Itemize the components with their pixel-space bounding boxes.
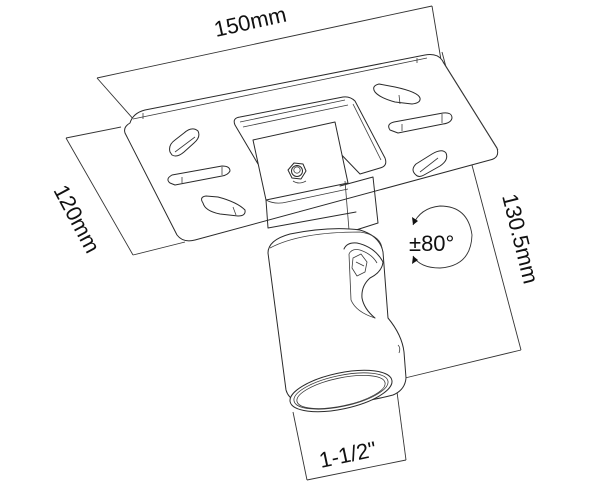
rotation-arrows-icon <box>412 205 473 269</box>
mount-slot <box>169 128 200 157</box>
mount-slot <box>412 150 448 177</box>
width-label: 150mm <box>212 2 289 42</box>
mount-slot <box>373 83 421 105</box>
pivot-housing <box>233 96 387 231</box>
pipe-sleeve <box>267 228 407 413</box>
hex-nut <box>287 162 307 184</box>
mount-slot <box>201 195 246 217</box>
mount-slot <box>167 165 231 186</box>
height-label: 130.5mm <box>497 191 543 286</box>
rotation-indicator: ±80° <box>409 205 473 269</box>
mount-slot <box>388 112 453 134</box>
rotation-label: ±80° <box>409 231 454 256</box>
